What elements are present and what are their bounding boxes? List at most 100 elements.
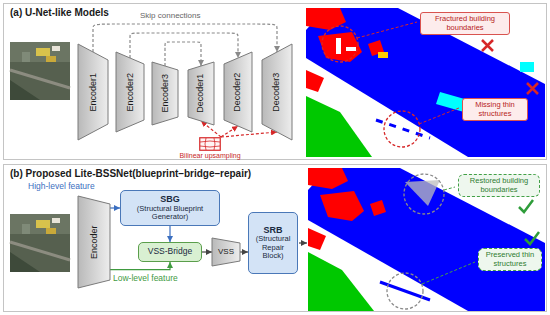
leader-line [422, 262, 475, 284]
upsampling-box: Bilinear upsampling [174, 137, 246, 160]
image-building [46, 228, 56, 234]
map-region [306, 96, 372, 157]
trapezoid [116, 52, 144, 132]
map-building [306, 70, 324, 92]
segmentation-map [308, 168, 545, 311]
trapezoid [212, 238, 240, 266]
leader-line [444, 187, 455, 190]
module-box: SBG(Structural Blueprint Generator) [120, 190, 220, 226]
upsampling-link [221, 132, 277, 137]
block-label: Decoder1 [196, 74, 206, 113]
map-region [308, 252, 374, 311]
map-region [378, 52, 388, 58]
image-patch [10, 214, 70, 234]
callout-text: Fractured building boundaries [425, 15, 505, 32]
flow-arrow [202, 251, 212, 252]
satellite-image [10, 42, 70, 100]
flow-arrow [240, 251, 248, 252]
trapezoid [152, 62, 178, 125]
module-description: (Structural Repair Block) [253, 235, 293, 261]
trapezoid [262, 44, 292, 140]
map-gap [346, 47, 356, 51]
segmentation-map [306, 8, 545, 157]
callout-circle [404, 174, 444, 214]
block-label: Decoder2 [233, 72, 243, 111]
callout-circle [387, 273, 423, 309]
map-region [308, 168, 545, 311]
skip-label: Skip connections [140, 11, 200, 20]
image-patch [10, 42, 70, 62]
cross-mark [527, 83, 538, 94]
block-label: VSS-Bridge [148, 247, 192, 257]
map-building [318, 32, 362, 62]
icon-frame [200, 138, 221, 151]
block-label: Bilinear upsampling [179, 152, 240, 160]
image-road [10, 242, 70, 260]
module-name: SBG [160, 194, 180, 204]
block-label: Encoder3 [160, 74, 170, 113]
leader-line [357, 22, 417, 38]
block-label: VSS [218, 247, 234, 256]
image-ground [10, 42, 70, 100]
restored-region [405, 180, 440, 206]
trapezoid [224, 52, 252, 132]
trapezoid [188, 62, 214, 125]
callout-circle [384, 111, 420, 147]
map-building [308, 228, 326, 250]
callout-circle [322, 26, 358, 62]
skip-connection [93, 24, 277, 52]
skip-connection [165, 42, 201, 66]
output-arrow [299, 242, 307, 243]
encoder-block: Encoder1 [78, 44, 108, 140]
skip-connection [130, 33, 238, 58]
label-holder: Low-level feature [113, 274, 178, 284]
image-building [36, 48, 50, 56]
block-label: Encoder1 [88, 73, 98, 112]
callout-box: Restored building boundaries [458, 174, 540, 197]
map-region [306, 8, 545, 157]
label-holder: Skip connections [140, 11, 200, 20]
leader-line [419, 108, 459, 124]
block-label: Encoder2 [125, 73, 135, 112]
panel-box: (a) U-Net-like ModelsEncoder1Encoder2Enc… [3, 3, 547, 160]
flow-arrow [169, 226, 170, 242]
module-name: SRB [263, 225, 282, 235]
satellite-image [10, 214, 70, 272]
decoder-block: Decoder2 [224, 52, 252, 132]
module-box: VSS-Bridge [138, 242, 202, 262]
block-label: Encoder [89, 225, 99, 259]
icon-grid [200, 138, 220, 150]
decoder-block: Decoder1 [188, 62, 214, 125]
decoder-block: Decoder3 [262, 44, 292, 140]
feature-label: Low-level feature [113, 274, 178, 284]
image-patch [10, 80, 40, 100]
callout-box: Fractured building boundaries [420, 12, 510, 35]
image-building [36, 220, 50, 228]
encoder-block: Encoder2 [116, 52, 144, 132]
module-box: SRB(Structural Repair Block) [248, 212, 298, 274]
image-patch [10, 252, 40, 272]
image-building [46, 56, 56, 62]
map-ground [308, 168, 545, 311]
callout-text: Restored building boundaries [463, 177, 535, 194]
trapezoid [78, 44, 108, 140]
image-building [52, 46, 60, 51]
map-building [306, 8, 346, 30]
cross-mark [482, 40, 493, 51]
upsampling-link [221, 126, 238, 137]
callout-box: Missing thin structures [462, 98, 528, 121]
map-building [320, 191, 364, 221]
block-label: Decoder3 [272, 72, 282, 111]
check-mark [519, 200, 533, 212]
feature-label: High-level feature [28, 182, 95, 192]
image-building [22, 224, 30, 234]
trapezoid [78, 196, 110, 288]
map-gap [336, 38, 341, 54]
map-ground [306, 8, 545, 157]
map-region [520, 62, 534, 72]
image-road [10, 70, 70, 88]
vss-block: VSS [212, 238, 240, 266]
image-building [52, 218, 60, 223]
encoder-block: Encoder3 [152, 62, 178, 125]
feature-arrow [110, 262, 170, 270]
